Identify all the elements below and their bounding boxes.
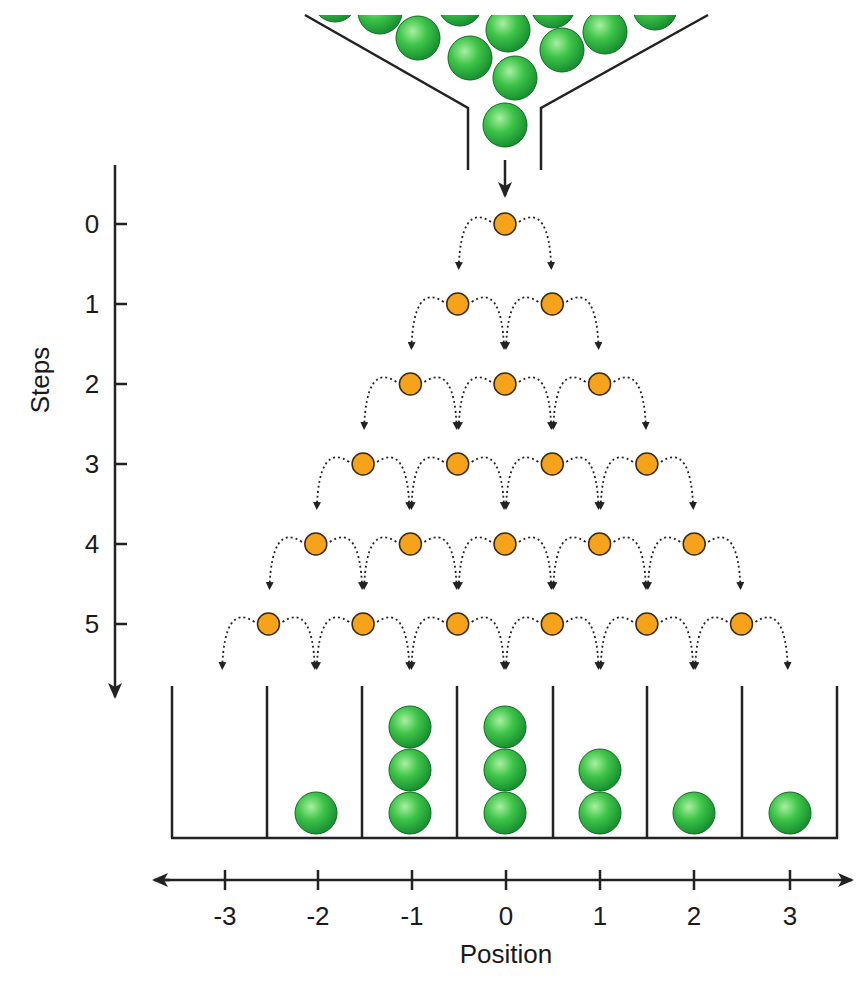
step-arrow — [553, 377, 585, 428]
step-arrow — [708, 537, 740, 588]
step-arrow — [330, 537, 362, 588]
walk-dot — [258, 613, 280, 635]
step-arrow — [459, 537, 491, 588]
random-walk — [222, 213, 788, 668]
position-number: -1 — [400, 903, 423, 929]
step-arrow — [506, 457, 538, 508]
walk-dot — [447, 453, 469, 475]
walk-dot — [541, 613, 563, 635]
walk-dot — [636, 613, 658, 635]
position-number: -3 — [213, 903, 236, 929]
bins — [171, 686, 838, 838]
step-arrow — [364, 537, 396, 588]
step-arrow — [459, 217, 491, 268]
step-arrow — [364, 377, 396, 428]
walk-dot — [494, 373, 516, 395]
axis-title: Steps — [27, 347, 53, 414]
step-number: 3 — [85, 451, 99, 477]
walk-dot — [636, 453, 658, 475]
step-number: 2 — [85, 371, 99, 397]
bin-balls — [295, 706, 811, 834]
step-number: 1 — [85, 291, 99, 317]
step-arrow — [411, 617, 443, 668]
step-arrow — [411, 297, 443, 348]
walk-dot — [447, 293, 469, 315]
step-arrow — [270, 537, 302, 588]
steps-axis — [115, 165, 127, 697]
position-number: 2 — [687, 903, 701, 929]
walk-dot — [399, 373, 421, 395]
step-arrow — [648, 537, 680, 588]
step-arrow — [519, 217, 551, 268]
step-number: 4 — [85, 531, 99, 557]
axis-title: Position — [460, 941, 553, 967]
position-number: 1 — [593, 903, 607, 929]
step-arrow — [614, 377, 646, 428]
walk-dot — [683, 533, 705, 555]
position-number: 3 — [783, 903, 797, 929]
step-arrow — [506, 617, 538, 668]
position-number: -2 — [306, 903, 329, 929]
step-arrow — [377, 617, 409, 668]
position-number: 0 — [499, 903, 513, 929]
step-arrow — [519, 377, 551, 428]
walk-dot — [352, 613, 374, 635]
step-number: 0 — [85, 211, 99, 237]
step-number: 5 — [85, 611, 99, 637]
walk-dot — [589, 373, 611, 395]
step-arrow — [506, 297, 538, 348]
step-arrow — [472, 457, 504, 508]
step-arrow — [566, 457, 598, 508]
walk-dot — [589, 533, 611, 555]
step-arrow — [519, 537, 551, 588]
funnel-balls — [313, 15, 677, 147]
step-arrow — [756, 617, 788, 668]
step-arrow — [459, 377, 491, 428]
walk-dot — [541, 453, 563, 475]
step-arrow — [424, 377, 456, 428]
walk-dot — [305, 533, 327, 555]
step-arrow — [317, 617, 349, 668]
step-arrow — [222, 617, 254, 668]
step-arrow — [377, 457, 409, 508]
walk-dot — [731, 613, 753, 635]
funnel — [305, 15, 708, 170]
step-arrow — [472, 297, 504, 348]
step-arrow — [283, 617, 315, 668]
step-arrow — [661, 457, 693, 508]
step-arrow — [601, 457, 633, 508]
step-arrow — [601, 617, 633, 668]
step-arrow — [566, 617, 598, 668]
walk-dot — [494, 533, 516, 555]
walk-dot — [399, 533, 421, 555]
walk-dots — [258, 213, 753, 635]
step-arrow — [614, 537, 646, 588]
walk-dot — [352, 453, 374, 475]
walk-dot — [494, 213, 516, 235]
step-arrows — [222, 217, 788, 668]
step-arrow — [661, 617, 693, 668]
step-arrow — [424, 537, 456, 588]
step-arrow — [472, 617, 504, 668]
walk-dot — [541, 293, 563, 315]
drop-arrow — [504, 160, 507, 196]
position-axis — [154, 870, 852, 890]
walk-dot — [447, 613, 469, 635]
step-arrow — [566, 297, 598, 348]
step-arrow — [695, 617, 727, 668]
step-arrow — [553, 537, 585, 588]
step-arrow — [317, 457, 349, 508]
step-arrow — [411, 457, 443, 508]
